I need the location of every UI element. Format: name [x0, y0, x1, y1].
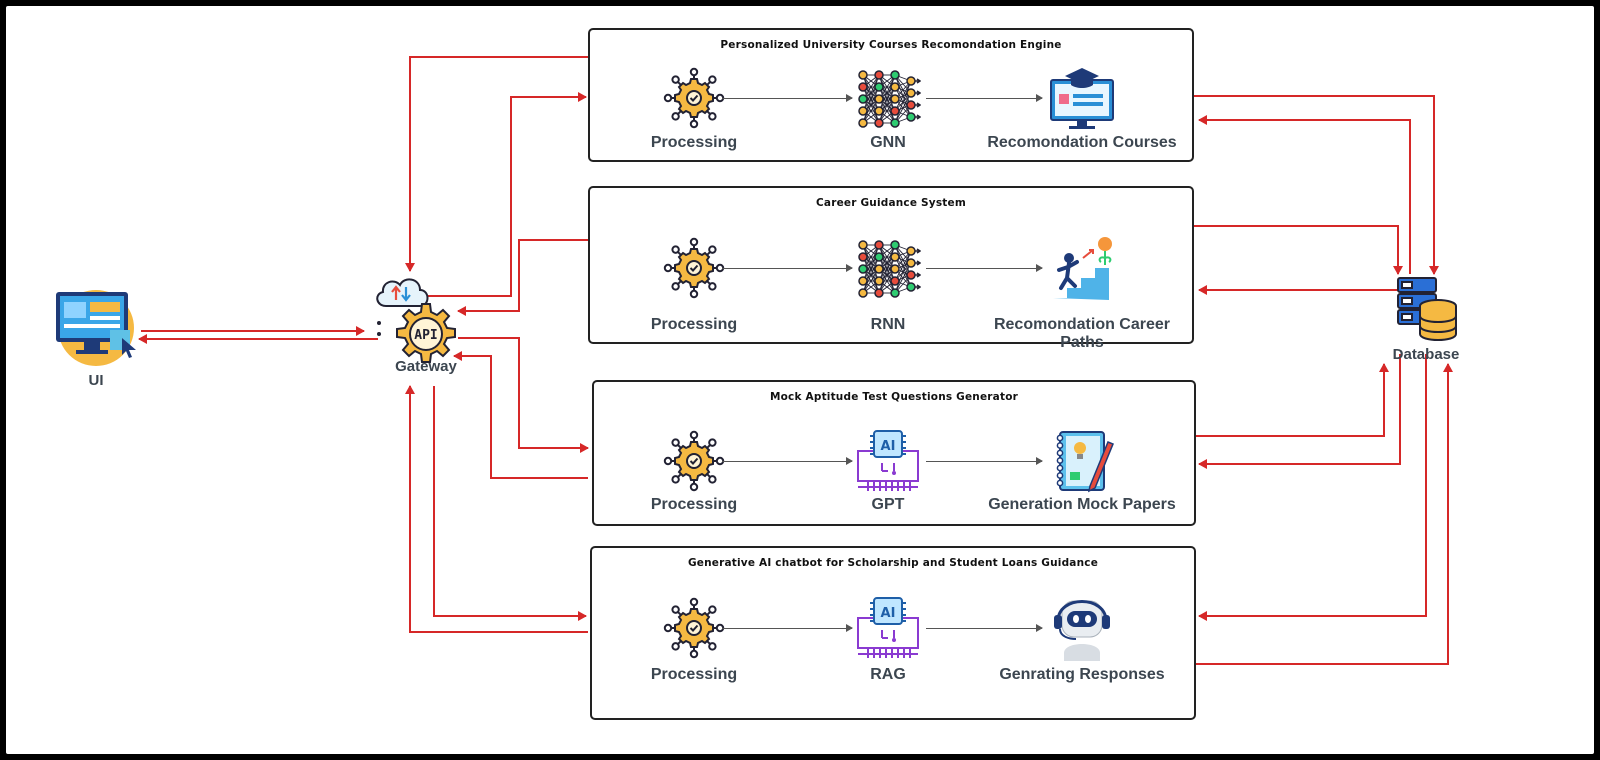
robot-headset-icon: [1054, 600, 1110, 661]
processing-gear-icon: [663, 430, 725, 492]
rnn-network-icon: [858, 240, 921, 298]
cloud-sync-icon: [376, 278, 429, 307]
step-label: Recomondation Career Paths: [993, 316, 1171, 351]
db-to-m3-line: [1198, 354, 1401, 469]
processing-gear-icon: [663, 67, 725, 129]
dots-icon: [377, 321, 381, 336]
db-to-m1-line: [1198, 115, 1411, 274]
step-label: Recomondation Courses: [987, 134, 1177, 151]
flow-arrow: [926, 457, 1043, 465]
m4-to-db-line: [1194, 363, 1453, 665]
chip-text: AI: [881, 606, 896, 621]
career-stairs-icon: [1053, 237, 1112, 300]
chip-text: AI: [881, 439, 896, 454]
gnn-network-icon: [858, 70, 921, 128]
flow-arrow: [926, 94, 1043, 102]
database-server-icon: [1397, 277, 1457, 341]
ai-chip-icon: AI: [857, 597, 919, 658]
m1-to-db-line: [1194, 95, 1439, 275]
notebook-pencil-icon: [1056, 431, 1114, 493]
module-title: Mock Aptitude Test Questions Generator: [770, 391, 1018, 403]
step-label: GNN: [870, 134, 906, 151]
connector-lines: [138, 56, 1453, 665]
database-label: Database: [1392, 346, 1460, 363]
flow-arrow: [722, 457, 853, 465]
gateway-label: Gateway: [395, 358, 457, 375]
gateway-to-m1-line: [426, 92, 587, 297]
step-label: Processing: [650, 666, 738, 683]
step-label: RAG: [870, 666, 906, 683]
step-label: Processing: [650, 134, 738, 151]
gateway-to-m3-line: [458, 337, 589, 453]
m1-to-gateway-line: [405, 56, 588, 272]
module-title: Generative AI chatbot for Scholarship an…: [687, 557, 1099, 569]
gateway-to-m4-line: [433, 386, 587, 621]
step-label: Generation Mock Papers: [988, 496, 1176, 513]
flow-arrow: [926, 264, 1043, 272]
db-to-m4-line: [1198, 354, 1427, 621]
step-label: Genrating Responses: [999, 666, 1165, 683]
m2-to-gateway-line: [457, 239, 588, 316]
flow-arrow: [722, 264, 853, 272]
flow-arrow: [722, 624, 853, 632]
module-title: Personalized University Courses Recomond…: [720, 39, 1062, 51]
flow-arrow: [722, 94, 853, 102]
graduation-screen-icon: [1050, 68, 1114, 129]
computer-screen-icon: [56, 290, 136, 366]
ui-label: UI: [88, 372, 104, 389]
m3-to-db-line: [1194, 363, 1389, 437]
processing-gear-icon: [663, 597, 725, 659]
m3-to-gateway-line: [453, 351, 588, 479]
api-badge-text: API: [414, 328, 437, 343]
diagram-canvas: UI API Gateway Database Personalized Un: [6, 6, 1594, 754]
ai-chip-icon: AI: [857, 430, 919, 491]
processing-gear-icon: [663, 237, 725, 299]
flow-arrow: [926, 624, 1043, 632]
api-gear-icon: API: [396, 303, 456, 363]
m2-to-db-line: [1194, 225, 1403, 275]
step-label: Processing: [650, 316, 738, 333]
step-label: GPT: [871, 496, 905, 513]
m4-to-gateway-line: [405, 385, 588, 633]
step-label: Processing: [650, 496, 738, 513]
module-title: Career Guidance System: [816, 197, 966, 209]
step-label: RNN: [870, 316, 906, 333]
